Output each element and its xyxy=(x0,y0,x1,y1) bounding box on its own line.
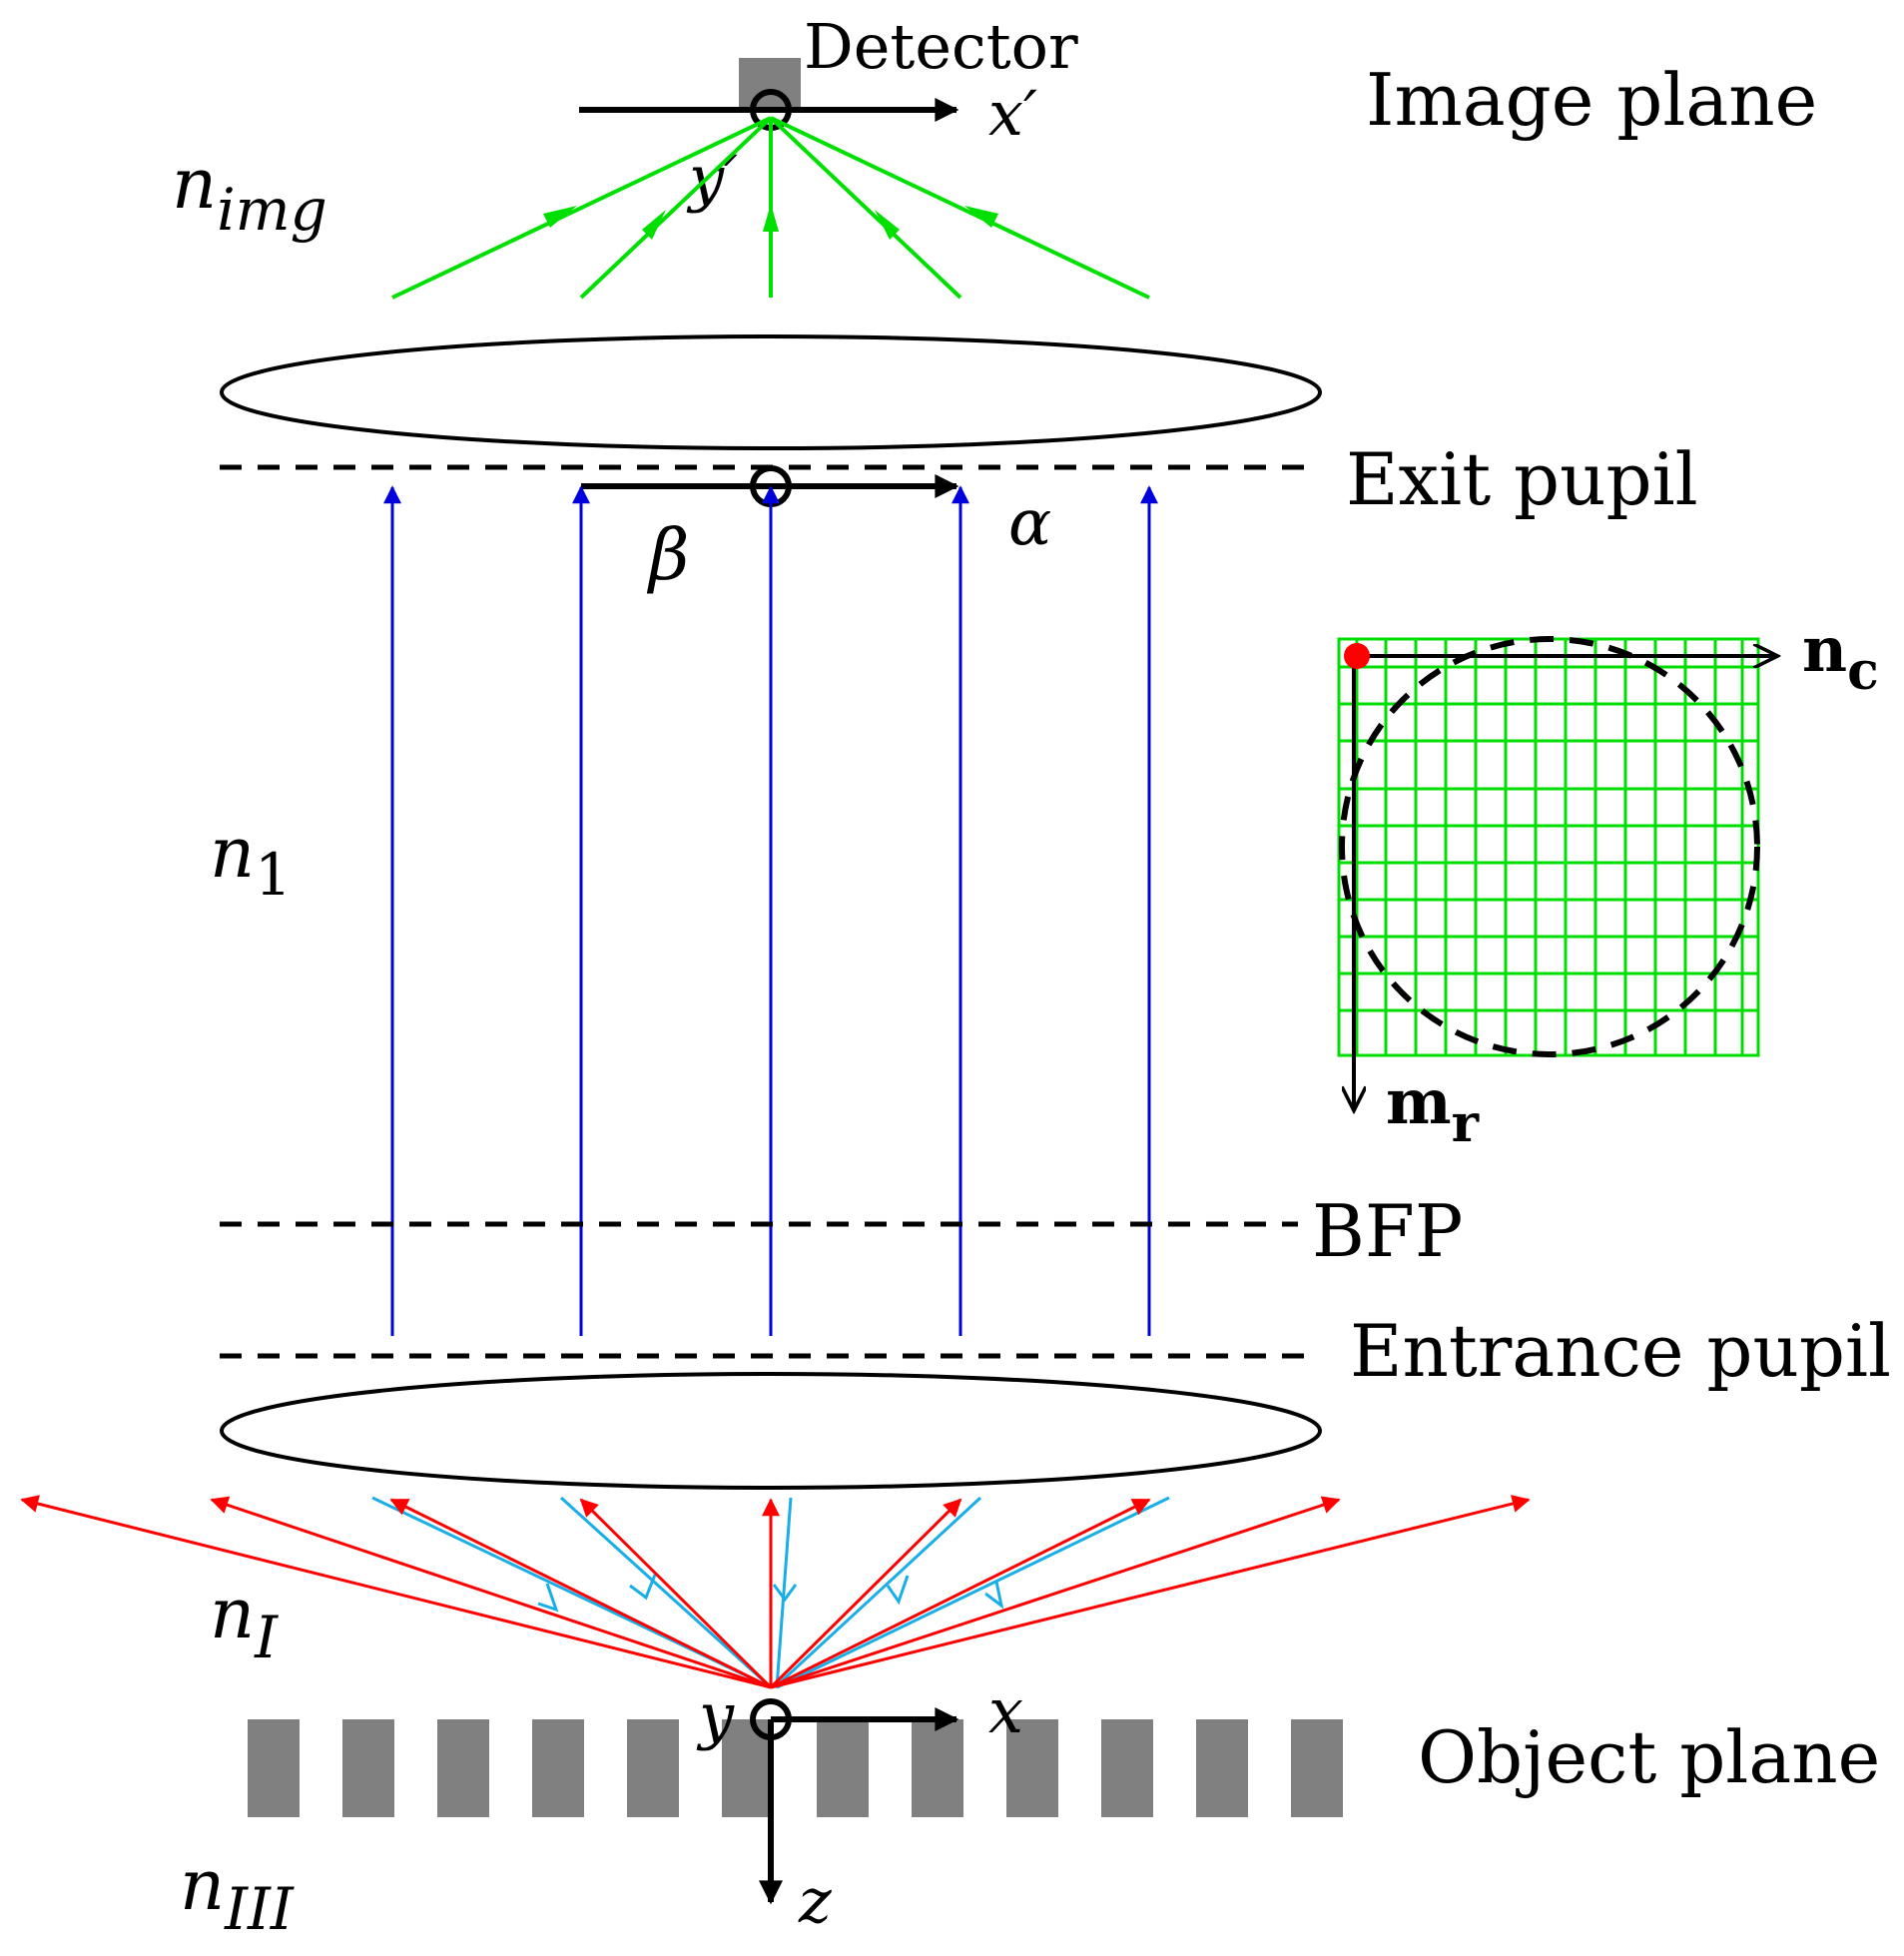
y-label: y xyxy=(696,1679,735,1752)
object-bar xyxy=(248,1719,300,1817)
object-ray xyxy=(20,1495,772,1689)
reflected-ray-chevron xyxy=(984,1581,1004,1610)
object-bar xyxy=(817,1719,869,1817)
object-bar xyxy=(1101,1719,1153,1817)
ray-arrowhead xyxy=(763,204,779,232)
tube-lens xyxy=(220,334,1322,450)
beta-label: β xyxy=(646,514,689,596)
n-c-label: nc xyxy=(1802,613,1879,702)
n-img-label: nimg xyxy=(172,143,327,244)
grid-origin-marker xyxy=(1344,643,1370,669)
object-origin-circle xyxy=(750,1698,792,1740)
object-bar xyxy=(1006,1719,1058,1817)
bfp-label: BFP xyxy=(1312,1189,1463,1273)
object-bar xyxy=(437,1719,489,1817)
object-bar xyxy=(532,1719,584,1817)
ray-arrowhead xyxy=(543,206,577,228)
objective-lens xyxy=(220,1372,1322,1490)
reflected-ray-chevron xyxy=(886,1575,910,1606)
ray-arrowhead xyxy=(964,206,998,228)
object-ray xyxy=(389,1498,772,1689)
entrance-pupil-label: Entrance pupil xyxy=(1350,1309,1891,1393)
image-ray xyxy=(769,116,962,300)
detector-label: Detector xyxy=(804,10,1078,83)
reflected-ray-chevron xyxy=(772,1584,798,1603)
object-ray xyxy=(769,1498,962,1689)
reflected-ray-chevron xyxy=(537,1583,559,1613)
object-ray xyxy=(770,1495,1531,1689)
image-plane-label: Image plane xyxy=(1366,58,1817,142)
image-plane-group: Detector Image plane x′ y′ nimg xyxy=(172,10,1817,244)
object-plane-label: Object plane xyxy=(1418,1715,1880,1799)
object-bar xyxy=(1196,1719,1248,1817)
object-ray xyxy=(579,1498,773,1689)
x-prime-label: x′ xyxy=(988,77,1037,150)
object-ray xyxy=(770,1496,1341,1689)
image-ray xyxy=(770,116,1150,300)
object-bar xyxy=(342,1719,394,1817)
m-r-label: mr xyxy=(1386,1065,1480,1154)
detector-element xyxy=(739,58,801,108)
object-ray xyxy=(210,1496,772,1689)
pupil-boundary-circle xyxy=(1339,636,1760,1057)
n-III-label: nIII xyxy=(180,1844,295,1943)
z-label: z xyxy=(798,1864,832,1937)
reflected-ray xyxy=(776,1496,1170,1689)
pupil-sampling-grid: nc mr xyxy=(1337,613,1879,1154)
x-label: x xyxy=(988,1674,1023,1747)
object-structures xyxy=(248,1719,1343,1817)
object-bar xyxy=(1291,1719,1343,1817)
n-I-label: nI xyxy=(210,1573,279,1671)
image-rays xyxy=(391,116,1150,300)
object-bar xyxy=(627,1719,679,1817)
image-ray xyxy=(579,116,773,300)
reflected-ray xyxy=(773,1496,982,1689)
reflected-ray xyxy=(559,1496,773,1689)
ray-arrowhead xyxy=(642,210,666,240)
n-1-label: n1 xyxy=(210,812,292,909)
exit-pupil-label: Exit pupil xyxy=(1346,437,1698,521)
image-ray xyxy=(391,116,772,300)
reflected-ray-chevron xyxy=(629,1574,657,1601)
pupil-rays xyxy=(383,485,1158,1336)
alpha-label: α xyxy=(1008,486,1051,560)
object-bar xyxy=(912,1719,963,1817)
object-rays xyxy=(20,1495,1531,1689)
object-ray xyxy=(770,1498,1151,1689)
ray-arrowhead xyxy=(875,210,900,240)
reflected-ray xyxy=(775,1497,793,1688)
